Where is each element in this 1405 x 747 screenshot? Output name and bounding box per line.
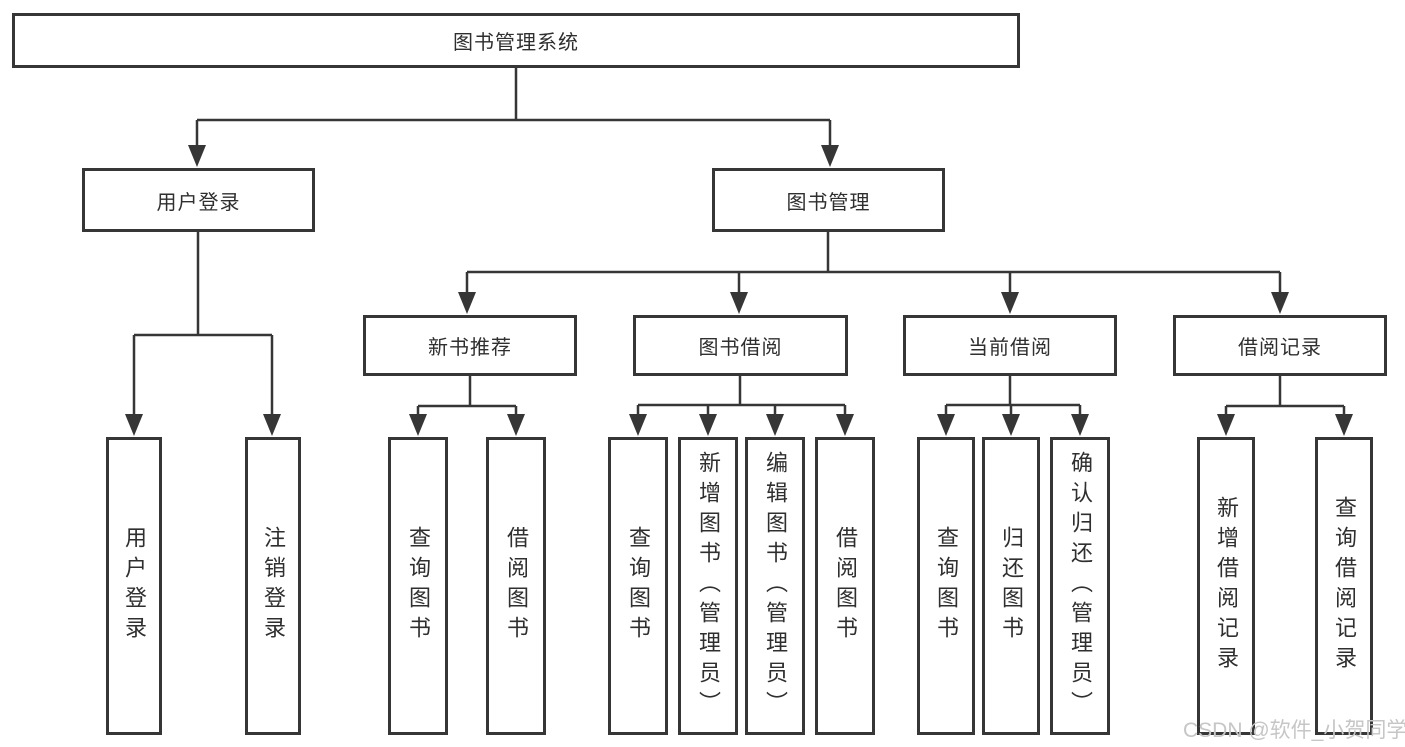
node-label: 查询图书 <box>626 526 651 646</box>
node-label: 确认归还（管理员） <box>1068 451 1093 721</box>
node-library-management-system: 图书管理系统 <box>12 13 1020 68</box>
arrow-down-icon <box>699 414 717 436</box>
leaf-borrow-books-recommend: 借阅图书 <box>486 437 546 735</box>
node-label: 借阅图书 <box>504 526 529 646</box>
node-book-management: 图书管理 <box>712 168 945 232</box>
csdn-watermark: CSDN @软件_小贺同学 <box>1183 719 1405 742</box>
arrow-down-icon <box>766 414 784 436</box>
arrow-down-icon <box>263 414 281 436</box>
arrow-down-icon <box>188 145 206 167</box>
leaf-add-borrow-record: 新增借阅记录 <box>1197 437 1255 735</box>
arrow-down-icon <box>1335 414 1353 436</box>
leaf-logout: 注销登录 <box>245 437 301 735</box>
arrow-down-icon <box>458 292 476 314</box>
arrow-down-icon <box>821 145 839 167</box>
leaf-add-books-admin: 新增图书（管理员） <box>678 437 738 735</box>
arrow-down-icons <box>125 145 1353 436</box>
node-label: 查询图书 <box>406 526 431 646</box>
arrow-down-icon <box>409 414 427 436</box>
node-label: 查询图书 <box>934 526 959 646</box>
leaf-query-books-borrow: 查询图书 <box>608 437 668 735</box>
leaf-borrow-books: 借阅图书 <box>815 437 875 735</box>
node-label: 借阅记录 <box>1238 337 1322 359</box>
node-label: 查询借阅记录 <box>1332 496 1357 676</box>
node-label: 新增图书（管理员） <box>696 451 721 721</box>
node-label: 新书推荐 <box>428 337 512 359</box>
arrow-down-icon <box>125 414 143 436</box>
node-label: 用户登录 <box>122 526 147 646</box>
arrow-down-icon <box>629 414 647 436</box>
node-label: 当前借阅 <box>968 337 1052 359</box>
arrow-down-icon <box>1271 292 1289 314</box>
node-label: 借阅图书 <box>833 526 858 646</box>
node-book-borrowing: 图书借阅 <box>633 315 848 376</box>
arrow-down-icon <box>507 414 525 436</box>
leaf-query-books-recommend: 查询图书 <box>388 437 448 735</box>
arrow-down-icon <box>1001 292 1019 314</box>
tree-edges <box>132 68 1346 416</box>
leaf-return-books: 归还图书 <box>982 437 1040 735</box>
arrow-down-icon <box>937 414 955 436</box>
node-borrowing-records: 借阅记录 <box>1173 315 1387 376</box>
node-label: 图书借阅 <box>698 337 783 359</box>
leaf-edit-books-admin: 编辑图书（管理员） <box>745 437 805 735</box>
arrow-down-icon <box>1071 414 1089 436</box>
node-label: 用户登录 <box>156 191 241 214</box>
node-new-book-recommendation: 新书推荐 <box>363 315 577 376</box>
leaf-query-borrow-record: 查询借阅记录 <box>1315 437 1373 735</box>
node-label: 图书管理系统 <box>453 32 579 54</box>
arrow-down-icon <box>1217 414 1235 436</box>
arrow-down-icon <box>836 414 854 436</box>
leaf-query-books-current: 查询图书 <box>917 437 975 735</box>
node-label: 图书管理 <box>786 191 871 214</box>
arrow-down-icon <box>1002 414 1020 436</box>
node-user-login-module: 用户登录 <box>82 168 315 232</box>
leaf-user-login: 用户登录 <box>106 437 162 735</box>
node-label: 编辑图书（管理员） <box>763 451 788 721</box>
node-label: 注销登录 <box>261 526 286 646</box>
node-label: 归还图书 <box>999 526 1024 646</box>
arrow-down-icon <box>730 292 748 314</box>
node-label: 新增借阅记录 <box>1214 496 1239 676</box>
node-current-borrowing: 当前借阅 <box>903 315 1117 376</box>
leaf-confirm-return-admin: 确认归还（管理员） <box>1050 437 1110 735</box>
